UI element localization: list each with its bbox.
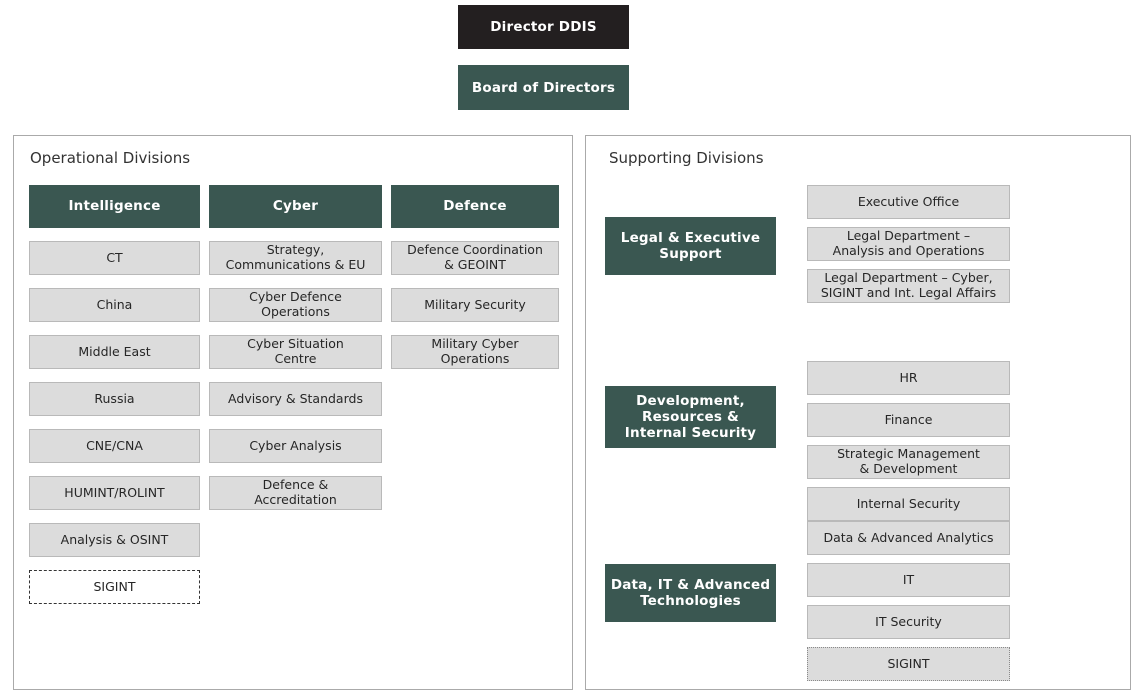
unit-box-defence-accreditation[interactable]: Defence &Accreditation <box>209 476 382 510</box>
division-header-defence[interactable]: Defence <box>391 185 559 228</box>
unit-box-humint-rolint[interactable]: HUMINT/ROLINT <box>29 476 200 510</box>
division-header-intelligence[interactable]: Intelligence <box>29 185 200 228</box>
unit-box-finance[interactable]: Finance <box>807 403 1010 437</box>
unit-box-analysis-osint[interactable]: Analysis & OSINT <box>29 523 200 557</box>
unit-box-cyber-analysis[interactable]: Cyber Analysis <box>209 429 382 463</box>
unit-box-advisory-standards[interactable]: Advisory & Standards <box>209 382 382 416</box>
unit-box-strategy-communications-eu[interactable]: Strategy,Communications & EU <box>209 241 382 275</box>
unit-box-military-security[interactable]: Military Security <box>391 288 559 322</box>
unit-box-legal-department-cyber-sigint-and-int-legal-affairs[interactable]: Legal Department – Cyber,SIGINT and Int.… <box>807 269 1010 303</box>
supporting-divisions-title: Supporting Divisions <box>609 149 764 167</box>
unit-box-hr[interactable]: HR <box>807 361 1010 395</box>
unit-box-it[interactable]: IT <box>807 563 1010 597</box>
group-label-development-resources-internal-security[interactable]: Development,Resources &Internal Security <box>605 386 776 448</box>
division-header-cyber[interactable]: Cyber <box>209 185 382 228</box>
unit-box-executive-office[interactable]: Executive Office <box>807 185 1010 219</box>
unit-box-sigint[interactable]: SIGINT <box>807 647 1010 681</box>
unit-box-legal-department-analysis-and-operations[interactable]: Legal Department –Analysis and Operation… <box>807 227 1010 261</box>
unit-box-it-security[interactable]: IT Security <box>807 605 1010 639</box>
board-of-directors-box[interactable]: Board of Directors <box>458 65 629 110</box>
unit-box-defence-coordination-geoint[interactable]: Defence Coordination& GEOINT <box>391 241 559 275</box>
unit-box-cne-cna[interactable]: CNE/CNA <box>29 429 200 463</box>
operational-divisions-title: Operational Divisions <box>30 149 191 167</box>
unit-box-russia[interactable]: Russia <box>29 382 200 416</box>
unit-box-internal-security[interactable]: Internal Security <box>807 487 1010 521</box>
director-ddis-box[interactable]: Director DDIS <box>458 5 629 49</box>
unit-box-sigint[interactable]: SIGINT <box>29 570 200 604</box>
unit-box-china[interactable]: China <box>29 288 200 322</box>
unit-box-strategic-management-development[interactable]: Strategic Management& Development <box>807 445 1010 479</box>
unit-box-ct[interactable]: CT <box>29 241 200 275</box>
unit-box-data-advanced-analytics[interactable]: Data & Advanced Analytics <box>807 521 1010 555</box>
unit-box-middle-east[interactable]: Middle East <box>29 335 200 369</box>
